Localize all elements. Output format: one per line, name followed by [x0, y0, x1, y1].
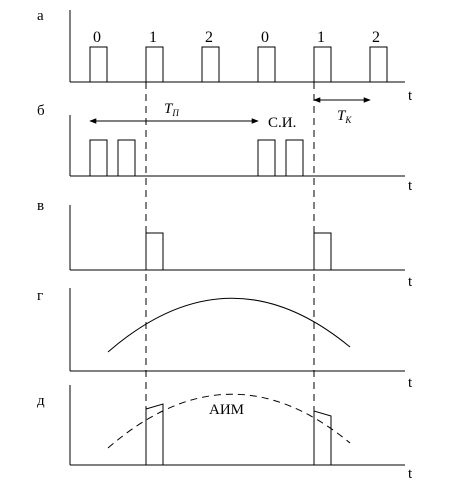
pulse-index-label: 1 — [149, 29, 157, 46]
panel-g: г t — [37, 288, 413, 391]
channel-pulse-2a — [201, 46, 220, 83]
channel-pulse-0b — [257, 46, 276, 83]
panel-v: в t — [37, 198, 413, 290]
tp-label: TП — [164, 101, 179, 118]
sync-pulse — [285, 139, 304, 177]
sync-pulse — [89, 139, 108, 177]
panel-d: д t АИМ — [37, 385, 413, 482]
selected-channel-pulse — [313, 232, 332, 271]
pulse-index-label: 0 — [93, 29, 101, 46]
panel-b-label: б — [37, 103, 45, 119]
sync-pulse — [257, 139, 276, 177]
panel-a-label: а — [37, 8, 44, 24]
pam-envelope-dashed — [107, 393, 351, 449]
sync-pulse-label: С.И. — [268, 115, 296, 131]
panel-g-label: г — [37, 288, 43, 304]
panel-v-t-label: t — [408, 274, 413, 290]
channel-pulse-1a — [145, 46, 164, 83]
pam-sample-pulse — [145, 403, 164, 465]
channel-pulse-0a — [89, 46, 108, 83]
pulse-index-label: 2 — [372, 29, 380, 46]
panel-v-label: в — [37, 198, 44, 214]
panel-d-label: д — [37, 393, 45, 409]
panel-a-t-label: t — [408, 88, 413, 104]
pulse-index-label: 1 — [317, 29, 325, 46]
aim-label: АИМ — [209, 402, 244, 418]
panel-b-t-label: t — [408, 178, 413, 194]
pulse-index-label: 2 — [205, 29, 213, 46]
tk-label: TК — [337, 108, 352, 125]
panel-d-t-label: t — [408, 466, 413, 482]
panel-a: а t 0 1 2 0 1 2 TК — [37, 8, 413, 125]
panel-b: б t TП С.И. — [37, 101, 413, 194]
panel-g-t-label: t — [408, 375, 413, 391]
message-signal-curve — [107, 297, 351, 353]
selected-channel-pulse — [145, 232, 164, 271]
channel-pulse-2b — [369, 46, 388, 83]
channel-pulse-1b — [313, 46, 332, 83]
pam-sample-pulse — [313, 410, 332, 465]
pulse-index-label: 0 — [261, 29, 269, 46]
sync-pulse — [117, 139, 136, 177]
